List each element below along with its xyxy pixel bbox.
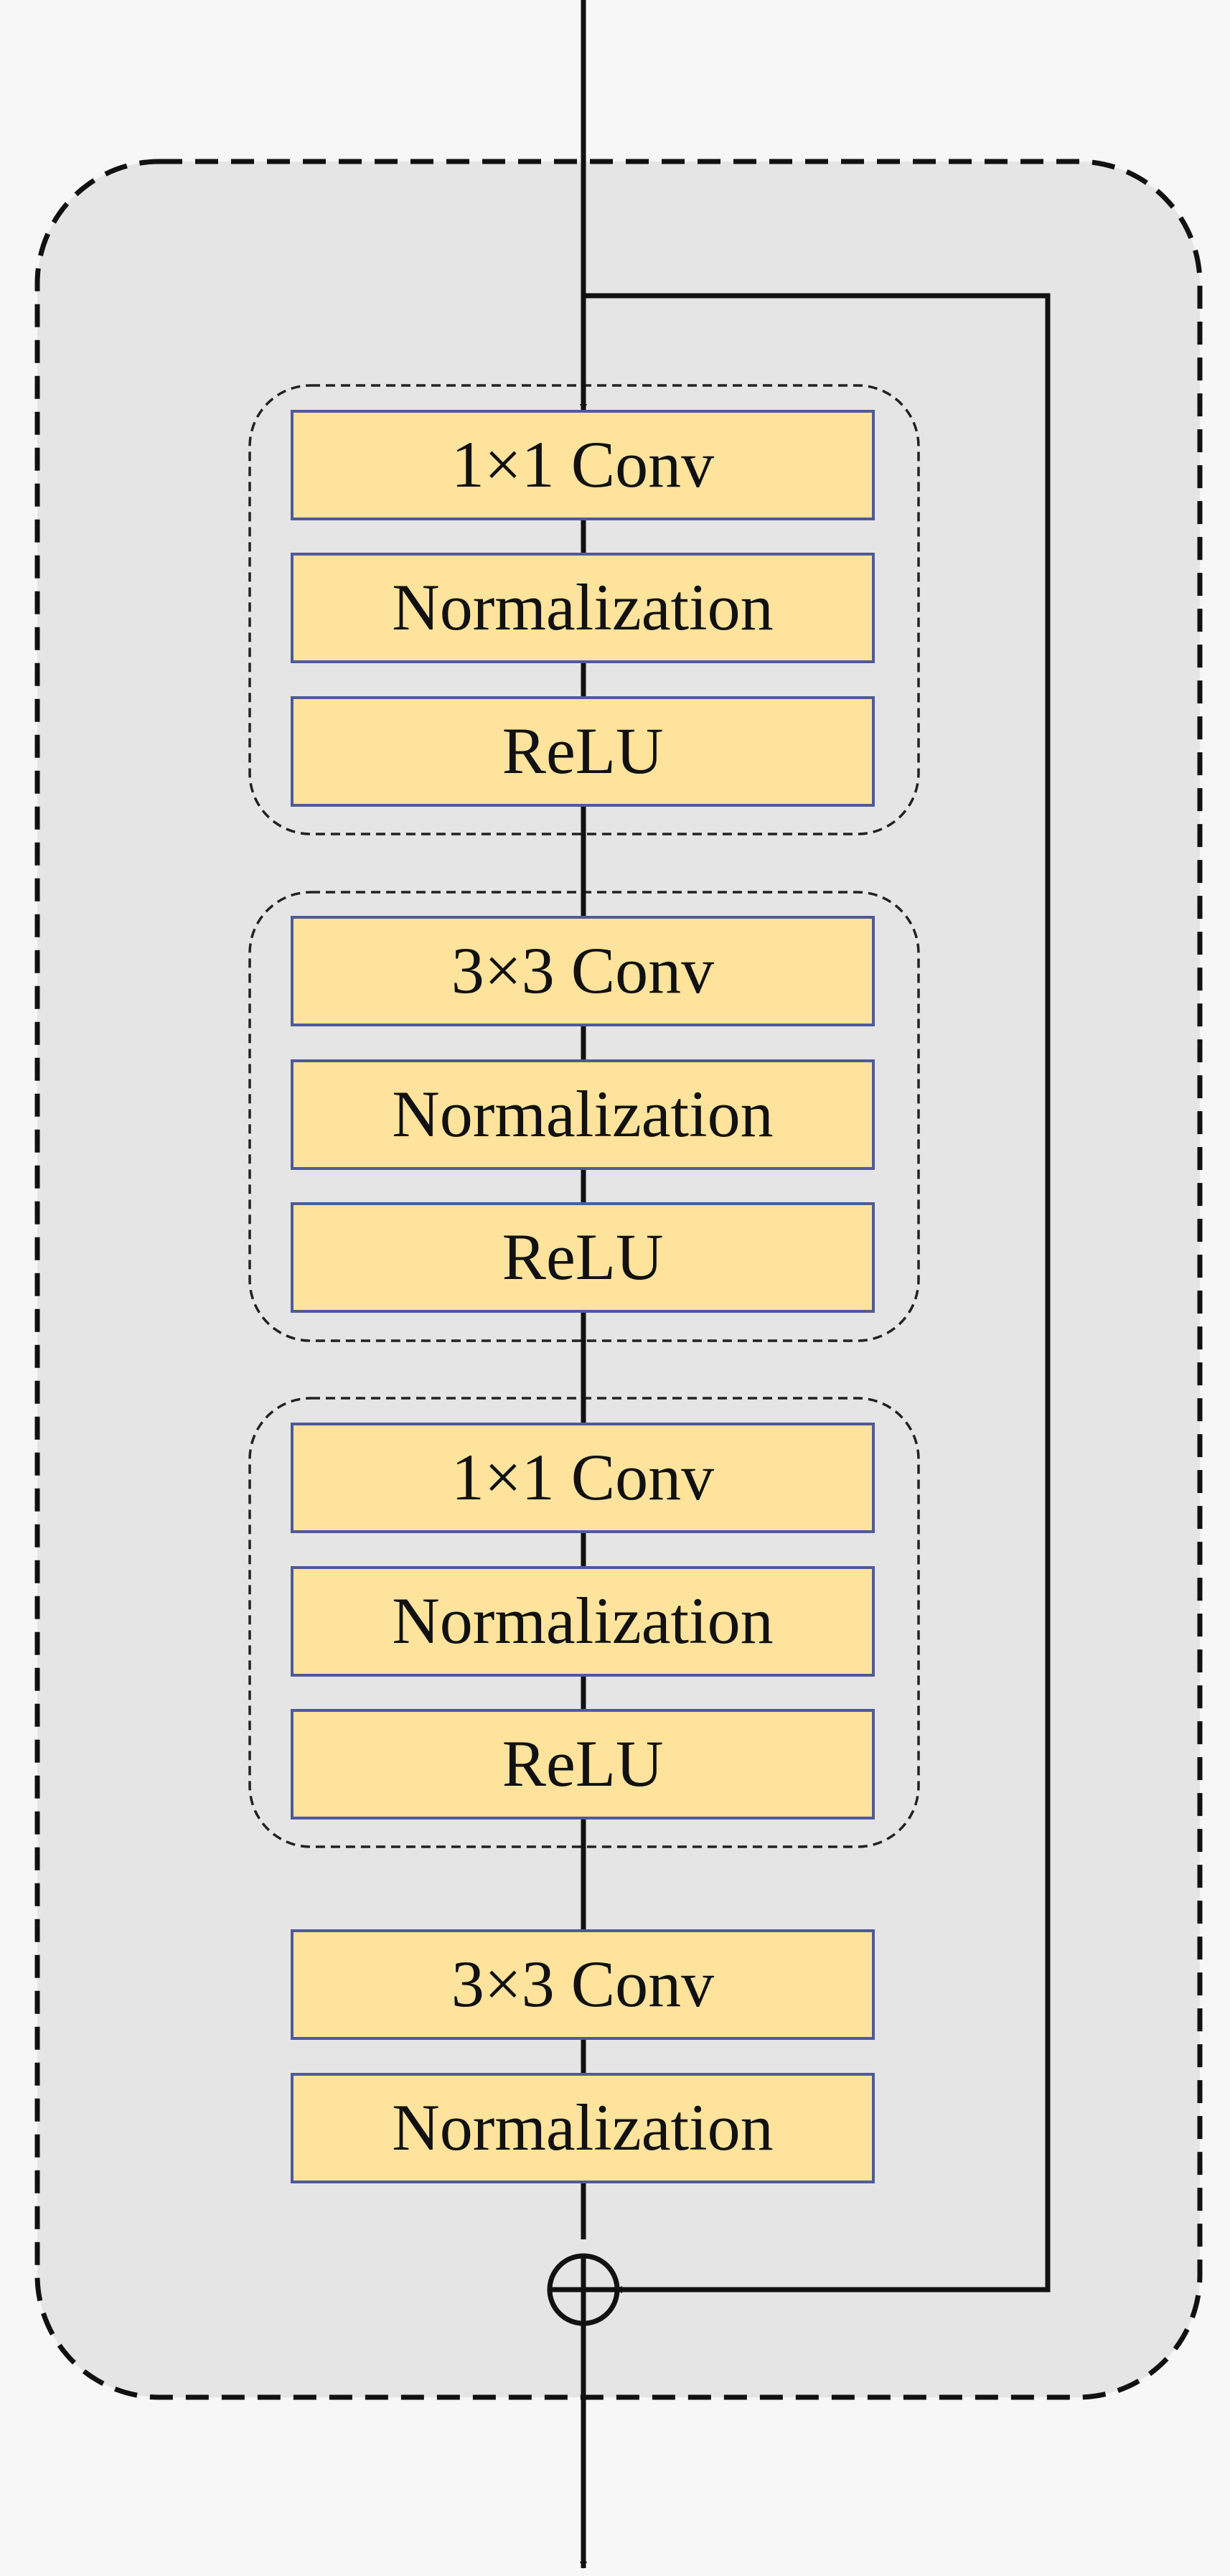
- group-2-layers: 3×3 Conv Normalization ReLU: [291, 916, 875, 1313]
- layer-box: Normalization: [291, 1059, 875, 1170]
- tail-layers: 3×3 Conv Normalization: [291, 1929, 875, 2183]
- layer-label: Normalization: [392, 571, 773, 644]
- group-1-layers: 1×1 Conv Normalization ReLU: [291, 410, 875, 807]
- layer-label: ReLU: [502, 714, 664, 787]
- layer-label: 3×3 Conv: [451, 934, 714, 1007]
- layer-box: 1×1 Conv: [291, 410, 875, 520]
- layer-label: ReLU: [502, 1727, 664, 1800]
- layer-label: Normalization: [392, 1077, 773, 1151]
- circle-plus-icon: [547, 2253, 620, 2326]
- layer-box: 1×1 Conv: [291, 1423, 875, 1533]
- layer-box: 3×3 Conv: [291, 916, 875, 1026]
- layer-box: ReLU: [291, 1709, 875, 1819]
- layer-box: ReLU: [291, 1202, 875, 1313]
- layer-box: ReLU: [291, 696, 875, 807]
- skip-connection-arrow: [583, 293, 1051, 2293]
- layer-label: ReLU: [502, 1220, 664, 1293]
- layer-box: Normalization: [291, 2073, 875, 2183]
- group-3-layers: 1×1 Conv Normalization ReLU: [291, 1423, 875, 1819]
- layer-box: Normalization: [291, 553, 875, 663]
- layer-label: 3×3 Conv: [451, 1947, 714, 2020]
- layer-box: Normalization: [291, 1566, 875, 1677]
- layer-label: Normalization: [392, 1584, 773, 1657]
- layer-label: 1×1 Conv: [451, 428, 714, 501]
- layer-label: 1×1 Conv: [451, 1441, 714, 1514]
- layer-label: Normalization: [392, 2091, 773, 2164]
- layer-box: 3×3 Conv: [291, 1929, 875, 2040]
